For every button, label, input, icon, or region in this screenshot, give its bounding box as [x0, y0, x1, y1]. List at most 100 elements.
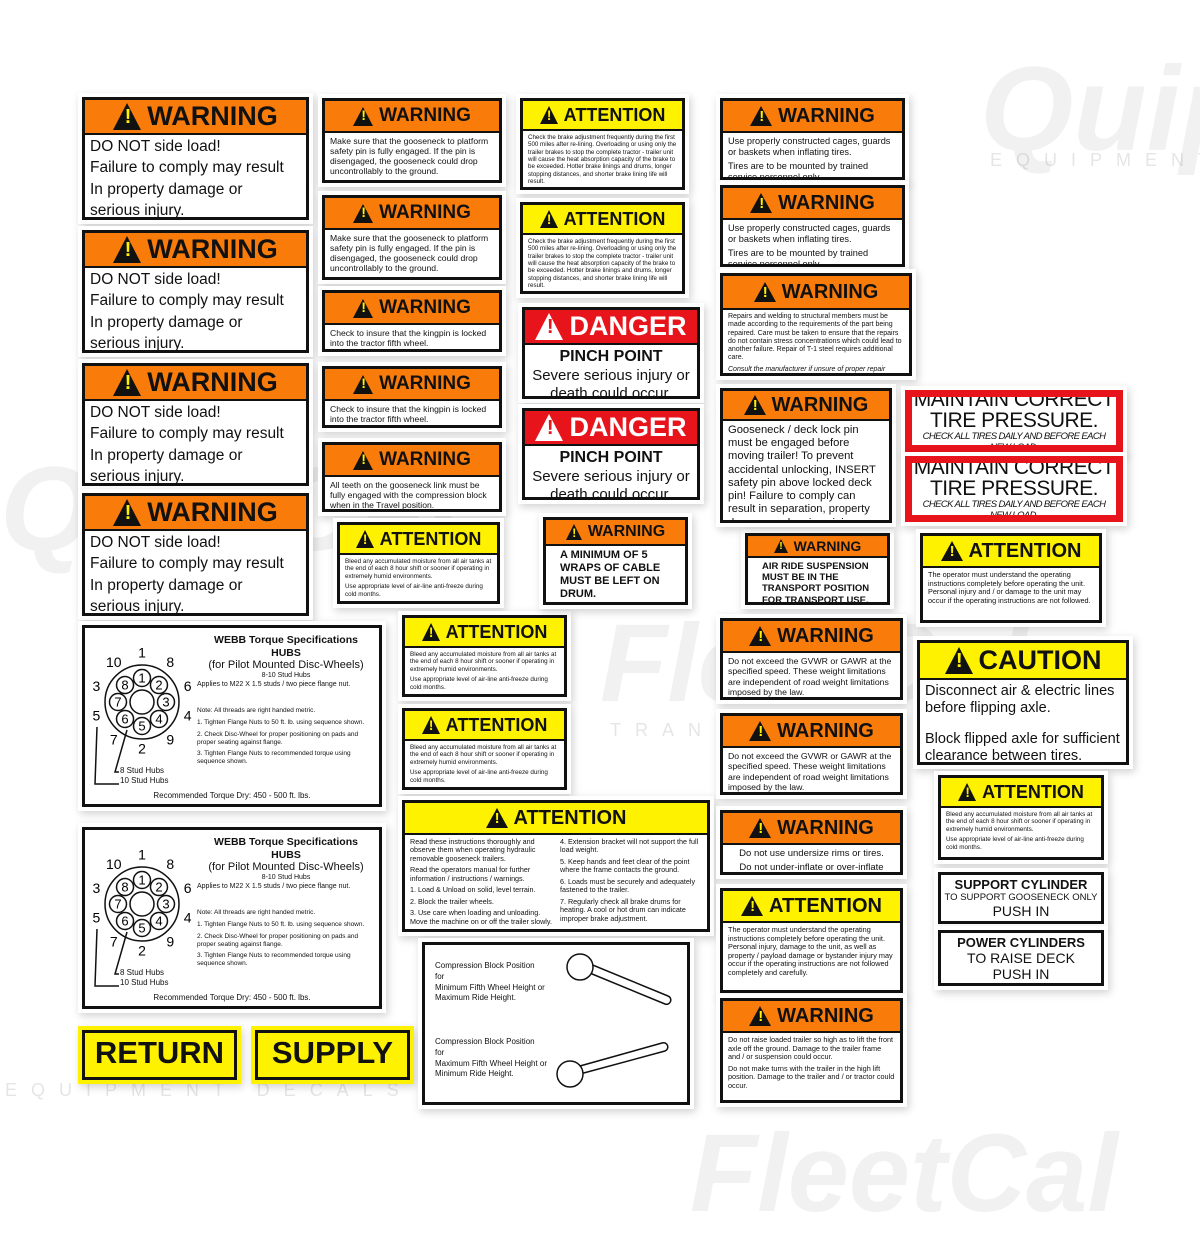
legend-text: 10 Stud Hubs [120, 978, 169, 987]
torque-footer: Recommended Torque Dry: 450 - 500 ft. lb… [153, 993, 311, 1002]
decal-body: Repairs and welding to structural member… [723, 310, 909, 373]
stud-number: 1 [138, 847, 146, 863]
decal-label: SUPPLY [255, 1030, 410, 1080]
decal-line: MAINTAIN CORRECT [913, 390, 1115, 411]
torque-subtitle: Applies to M22 X 1.5 studs / two piece f… [197, 882, 351, 890]
decal-title: WARNING [777, 1004, 874, 1027]
warning-triangle-icon [750, 106, 773, 126]
decal-text: serious injury. [90, 201, 185, 219]
instruction-text: Read the operators manual for further in… [410, 865, 531, 883]
stud-number: 1 [138, 670, 145, 685]
stud-number: 4 [155, 913, 162, 928]
decal-title: ATTENTION [513, 806, 627, 829]
stud-circle [132, 668, 152, 688]
decal-body: All teeth on the gooseneck link must be … [325, 477, 499, 511]
decal-body: The operator must understand the operati… [723, 923, 900, 990]
legend-text: 8 Stud Hubs [120, 968, 165, 977]
decal-body: Use properly constructed cages, guards o… [723, 220, 902, 264]
decal-text: The operator must understand the operati… [728, 925, 893, 978]
decal-text: Do not raise loaded trailer so high as t… [728, 1035, 894, 1062]
decal-text: In property damage or [90, 446, 243, 464]
decal-title: WARNING [379, 202, 471, 223]
decal-warning: WARNING Make sure that the gooseneck to p… [322, 195, 502, 280]
decal-text: Use properly constructed cages, guards o… [728, 223, 891, 244]
decal-title: ATTENTION [563, 208, 666, 229]
stud-number: 8 [121, 879, 128, 894]
decal-body: Use properly constructed cages, guards o… [723, 133, 902, 180]
decal-header: WARNING [723, 1001, 900, 1033]
decal-header: WARNING [325, 198, 499, 230]
decal-header: WARNING [748, 536, 887, 558]
legend-arrows [94, 928, 128, 987]
hub-center [129, 891, 155, 917]
decal-title: ATTENTION [982, 781, 1084, 802]
decal-header: WARNING [546, 520, 685, 546]
warning-triangle-icon [535, 414, 564, 441]
decal-text: Bleed any accumulated moisture from all … [345, 558, 492, 580]
decal-text: serious injury. [90, 334, 185, 352]
decal-text: Failure to comply may result [90, 292, 284, 310]
decal-text: Make sure that the gooseneck to platform… [330, 233, 489, 274]
decal-text: In property damage or [90, 313, 243, 331]
stud-number: 3 [92, 678, 100, 694]
decal-header: WARNING [723, 101, 902, 133]
decal-body: Do not exceed the GVWR or GAWR at the sp… [723, 748, 900, 792]
decal-body: DO NOT side load!Failure to comply may r… [85, 531, 306, 613]
warning-triangle-icon [113, 103, 142, 130]
warning-triangle-icon [944, 647, 973, 674]
decal-header: ATTENTION [523, 101, 682, 131]
warning-triangle-icon [749, 1006, 772, 1026]
stud-circle [149, 911, 169, 931]
decal-body: The operator must understand the operati… [923, 568, 1099, 620]
torque-note: 2. Check Disc-Wheel for proper positioni… [197, 730, 359, 746]
decal-header: WARNING [723, 621, 900, 653]
decal-header: WARNING [723, 276, 909, 310]
decal-text: Tires are to be mounted by trained servi… [728, 160, 869, 180]
decal-text: serious injury. [90, 467, 185, 485]
decal-title: ATTENTION [445, 621, 548, 642]
decal-text: The operator must understand the operati… [928, 570, 1091, 605]
instruction-text: 6. Loads must be securely and adequately… [560, 876, 696, 895]
decal-title: WARNING [777, 719, 874, 742]
decal-title: WARNING [587, 523, 666, 540]
decal-text: AIR RIDE SUSPENSION MUST BE IN THE TRANS… [762, 561, 870, 605]
decal-title: ATTENTION [769, 894, 882, 917]
decal-text: All teeth on the gooseneck link must be … [330, 480, 487, 511]
decal-text: A MINIMUM OF 5 WRAPS OF CABLE MUST BE LE… [560, 549, 661, 600]
decal-attention: ATTENTION Bleed any accumulated moisture … [337, 522, 500, 604]
decal-heading: PINCH POINT [559, 449, 663, 466]
decal-text: Disconnect air & electric lines before f… [925, 683, 1115, 717]
torque-title: WEBB Torque Specifications [214, 634, 358, 646]
stud-number: 2 [155, 677, 162, 692]
stud-number: 5 [138, 920, 145, 935]
decal-text: Failure to comply may result [90, 425, 284, 443]
hub-outline [104, 866, 180, 942]
decal-label-text: SUPPLY [255, 1030, 410, 1080]
stud-number: 5 [138, 718, 145, 733]
decal-body: Make sure that the gooseneck to platform… [325, 230, 499, 277]
compression-line: for [435, 971, 445, 981]
decal-header: ATTENTION [923, 536, 1099, 568]
decal-title: WARNING [147, 234, 278, 264]
stud-number: 2 [138, 741, 146, 757]
decal-body: Do not exceed the GVWR or GAWR at the sp… [723, 653, 900, 697]
warning-triangle-icon [750, 193, 773, 213]
warning-triangle-icon [749, 721, 772, 741]
lever-arm-down [579, 960, 672, 1006]
decal-text: Repairs and welding to structural member… [728, 313, 902, 362]
stud-number: 8 [121, 677, 128, 692]
decal-body: Bleed any accumulated moisture from all … [941, 808, 1101, 857]
instructions-column: Read these instructions thoroughly and o… [410, 837, 552, 929]
stud-circle [115, 877, 135, 897]
watermark: EQUIPMENT DECALS [5, 1080, 413, 1100]
decal-header: WARNING [85, 100, 306, 135]
instruction-text: 7. Regularly check all brake drums for h… [560, 896, 686, 923]
decal-title: ATTENTION [379, 528, 482, 549]
decal-header: WARNING [325, 369, 499, 401]
decal-title: ATTENTION [563, 104, 666, 125]
decal-title: WARNING [778, 104, 875, 127]
